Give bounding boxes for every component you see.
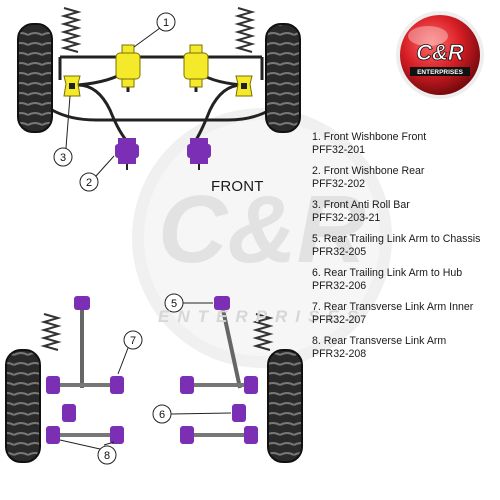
rear-left-tyre [5,349,41,463]
rear-trailing-links [80,304,242,389]
rear-bushes [46,296,258,444]
callout-5: 5 [171,298,177,310]
part-label: 2. Front Wishbone Rear [312,165,425,177]
part-label: 5. Rear Trailing Link Arm to Chassis [312,233,481,245]
rear-axle [5,296,303,463]
front-left-spring [60,7,82,53]
front-wishbone-rear-bush-right [187,138,211,170]
part-code: PFR32-206 [312,280,367,292]
front-anti-roll-bar [51,108,271,122]
front-subframe [58,55,264,80]
part-label: 3. Front Anti Roll Bar [312,199,410,211]
callout-2: 2 [86,177,92,189]
callout-1: 1 [163,17,169,29]
watermark-sub: ENTERPRISES [158,307,366,326]
part-label: 6. Rear Trailing Link Arm to Hub [312,267,463,279]
front-left-tyre [17,23,53,133]
part-label: 8. Rear Transverse Link Arm [312,335,447,347]
front-label: FRONT [211,178,264,195]
part-code: PFF32-202 [312,178,365,190]
part-code: PFR32-205 [312,246,367,258]
anti-roll-bar-bush-left [63,75,81,97]
rear-right-spring [252,313,274,351]
callout-3: 3 [60,152,66,164]
part-label: 7. Rear Transverse Link Arm Inner [312,301,474,313]
part-code: PFF32-203-21 [312,212,381,224]
front-wishbone-front-bush-right [183,44,209,88]
part-label: 1. Front Wishbone Front [312,131,427,143]
callouts: 1 3 2 5 7 6 8 [53,12,232,465]
front-right-tyre [265,23,301,133]
callout-6: 6 [159,409,165,421]
rear-transverse-links [58,383,248,437]
front-right-spring [234,7,256,53]
logo-sub: ENTERPRISES [417,69,464,76]
part-code: PFR32-208 [312,348,367,360]
front-axle [17,7,301,170]
brand-logo: C&R ENTERPRISES [396,11,484,99]
rear-left-spring [40,313,62,351]
watermark-main: C&R [158,176,366,283]
callout-7: 7 [130,335,136,347]
logo-main: C&R [416,40,464,65]
front-wishbone-rear-bush-left [115,138,139,170]
front-wishbone-front-bush-left [115,44,141,88]
part-code: PFR32-207 [312,314,367,326]
callout-8: 8 [104,450,110,462]
anti-roll-bar-bush-right [235,75,253,97]
rear-right-tyre [267,349,303,463]
part-code: PFF32-201 [312,144,365,156]
